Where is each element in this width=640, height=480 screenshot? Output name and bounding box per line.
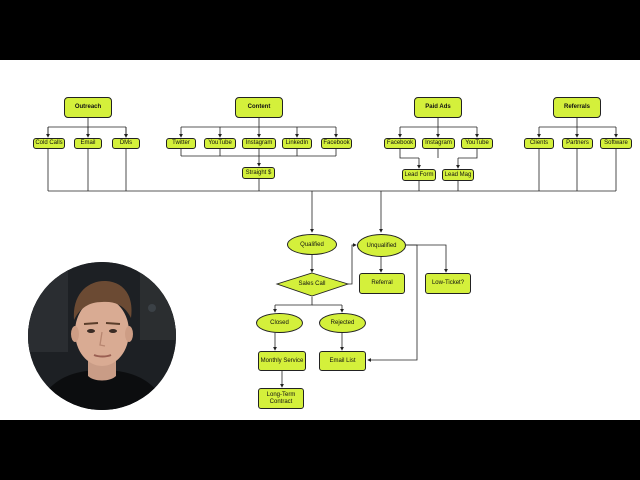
instagram-node: Instagram [242, 138, 276, 149]
dms-node: DMs [112, 138, 140, 149]
ads-facebook-node: Facebook [384, 138, 416, 149]
email-list-node: Email List [319, 351, 366, 371]
referral-node: Referral [359, 273, 405, 294]
presenter-webcam [28, 262, 176, 410]
ads-youtube-node: YouTube [461, 138, 493, 149]
presenter-image [28, 262, 176, 410]
partners-node: Partners [562, 138, 593, 149]
sales-call-diamond [275, 272, 350, 297]
youtube-node: YouTube [204, 138, 236, 149]
lead-mag-node: Lead Mag [442, 169, 474, 181]
cold-calls-node: Cold Calls [33, 138, 65, 149]
twitter-node: Twitter [166, 138, 196, 149]
rejected-node: Rejected [319, 313, 366, 333]
lead-form-node: Lead Form [402, 169, 436, 181]
closed-node: Closed [256, 313, 303, 333]
content-facebook-node: Facebook [321, 138, 352, 149]
qualified-node: Qualified [287, 234, 337, 255]
clients-node: Clients [524, 138, 554, 149]
monthly-service-node: Monthly Service [258, 351, 306, 371]
referrals-node: Referrals [553, 97, 601, 118]
paid-ads-node: Paid Ads [414, 97, 462, 118]
outreach-node: Outreach [64, 97, 112, 118]
software-node: Software [600, 138, 632, 149]
connector-lines [46, 118, 618, 388]
straight-dollar-node: Straight $ [242, 167, 275, 179]
linkedin-node: LinkedIn [282, 138, 312, 149]
long-term-contract-node: Long-Term Contract [258, 388, 304, 409]
sales-call-label: Sales Call [298, 281, 326, 287]
ads-instagram-node: Instagram [422, 138, 455, 149]
content-node: Content [235, 97, 283, 118]
email-node: Email [74, 138, 102, 149]
low-ticket-node: Low-Ticket? [425, 273, 471, 294]
unqualified-node: Unqualified [357, 234, 406, 257]
